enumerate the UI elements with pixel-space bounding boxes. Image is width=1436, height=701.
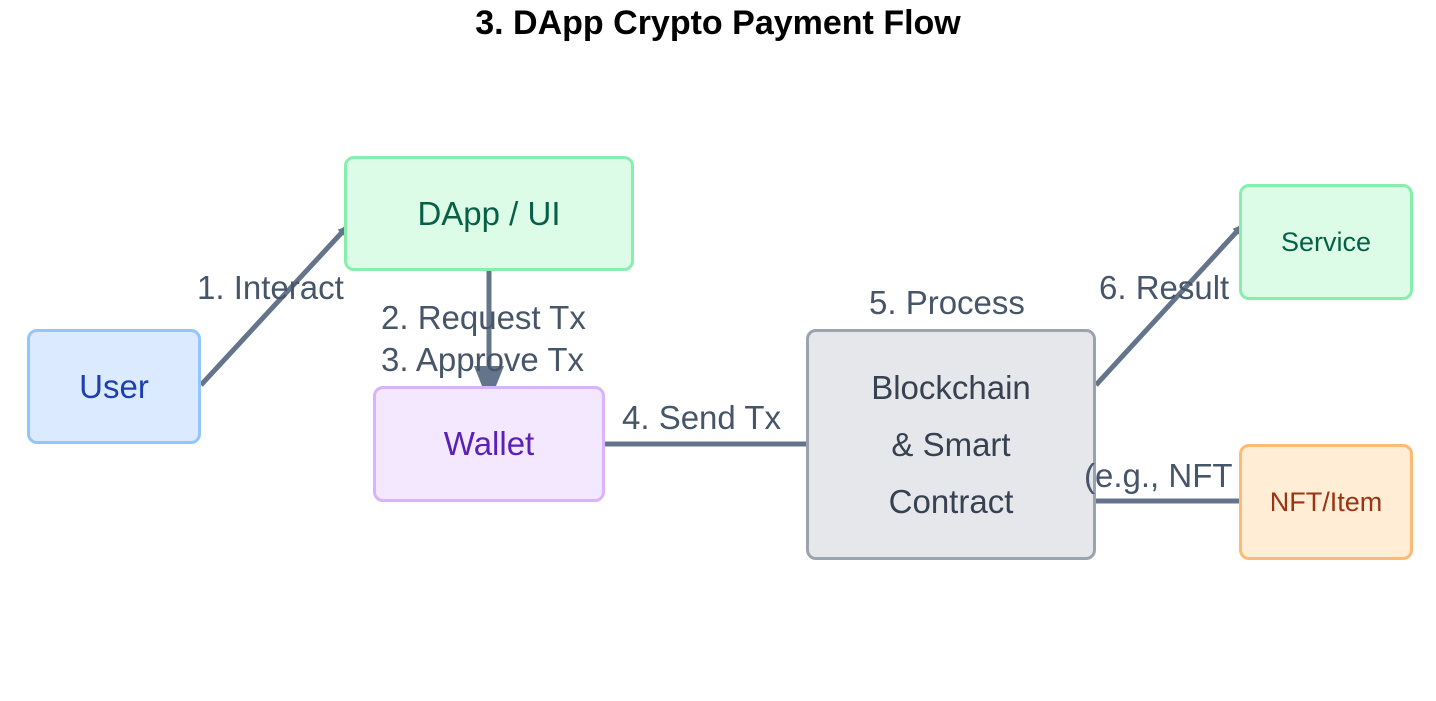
edge-dapp-to-wallet-arrowhead	[474, 366, 504, 386]
edge-label-result: 6. Result	[1099, 269, 1230, 306]
edge-label-approve-tx: 3. Approve Tx	[381, 341, 585, 378]
blockchain-node: Blockchain & Smart Contract	[806, 329, 1096, 560]
user-label: User	[79, 367, 149, 405]
edge-label-interact: 1. Interact	[197, 269, 344, 306]
dapp-ui-node: DApp / UI	[344, 156, 634, 271]
edge-label-eg-nft: (e.g., NFT	[1084, 457, 1233, 494]
edge-label-send-tx: 4. Send Tx	[622, 399, 781, 436]
dapp-ui-label: DApp / UI	[417, 194, 561, 232]
diagram-title: 3. DApp Crypto Payment Flow	[475, 4, 961, 42]
edge-user-to-dapp	[199, 225, 349, 387]
edge-label-process: 5. Process	[869, 284, 1025, 321]
edge-blockchain-to-service	[1094, 224, 1244, 387]
wallet-node: Wallet	[373, 386, 605, 502]
nft-item-node: NFT/Item	[1239, 444, 1413, 560]
wallet-label: Wallet	[443, 425, 535, 462]
edge-label-request-tx: 2. Request Tx	[381, 299, 586, 336]
user-node: User	[27, 329, 201, 444]
service-node: Service	[1239, 184, 1413, 300]
blockchain-label: Blockchain & Smart Contract	[871, 369, 1031, 520]
service-label: Service	[1280, 226, 1372, 257]
nft-item-label: NFT/Item	[1269, 486, 1383, 517]
